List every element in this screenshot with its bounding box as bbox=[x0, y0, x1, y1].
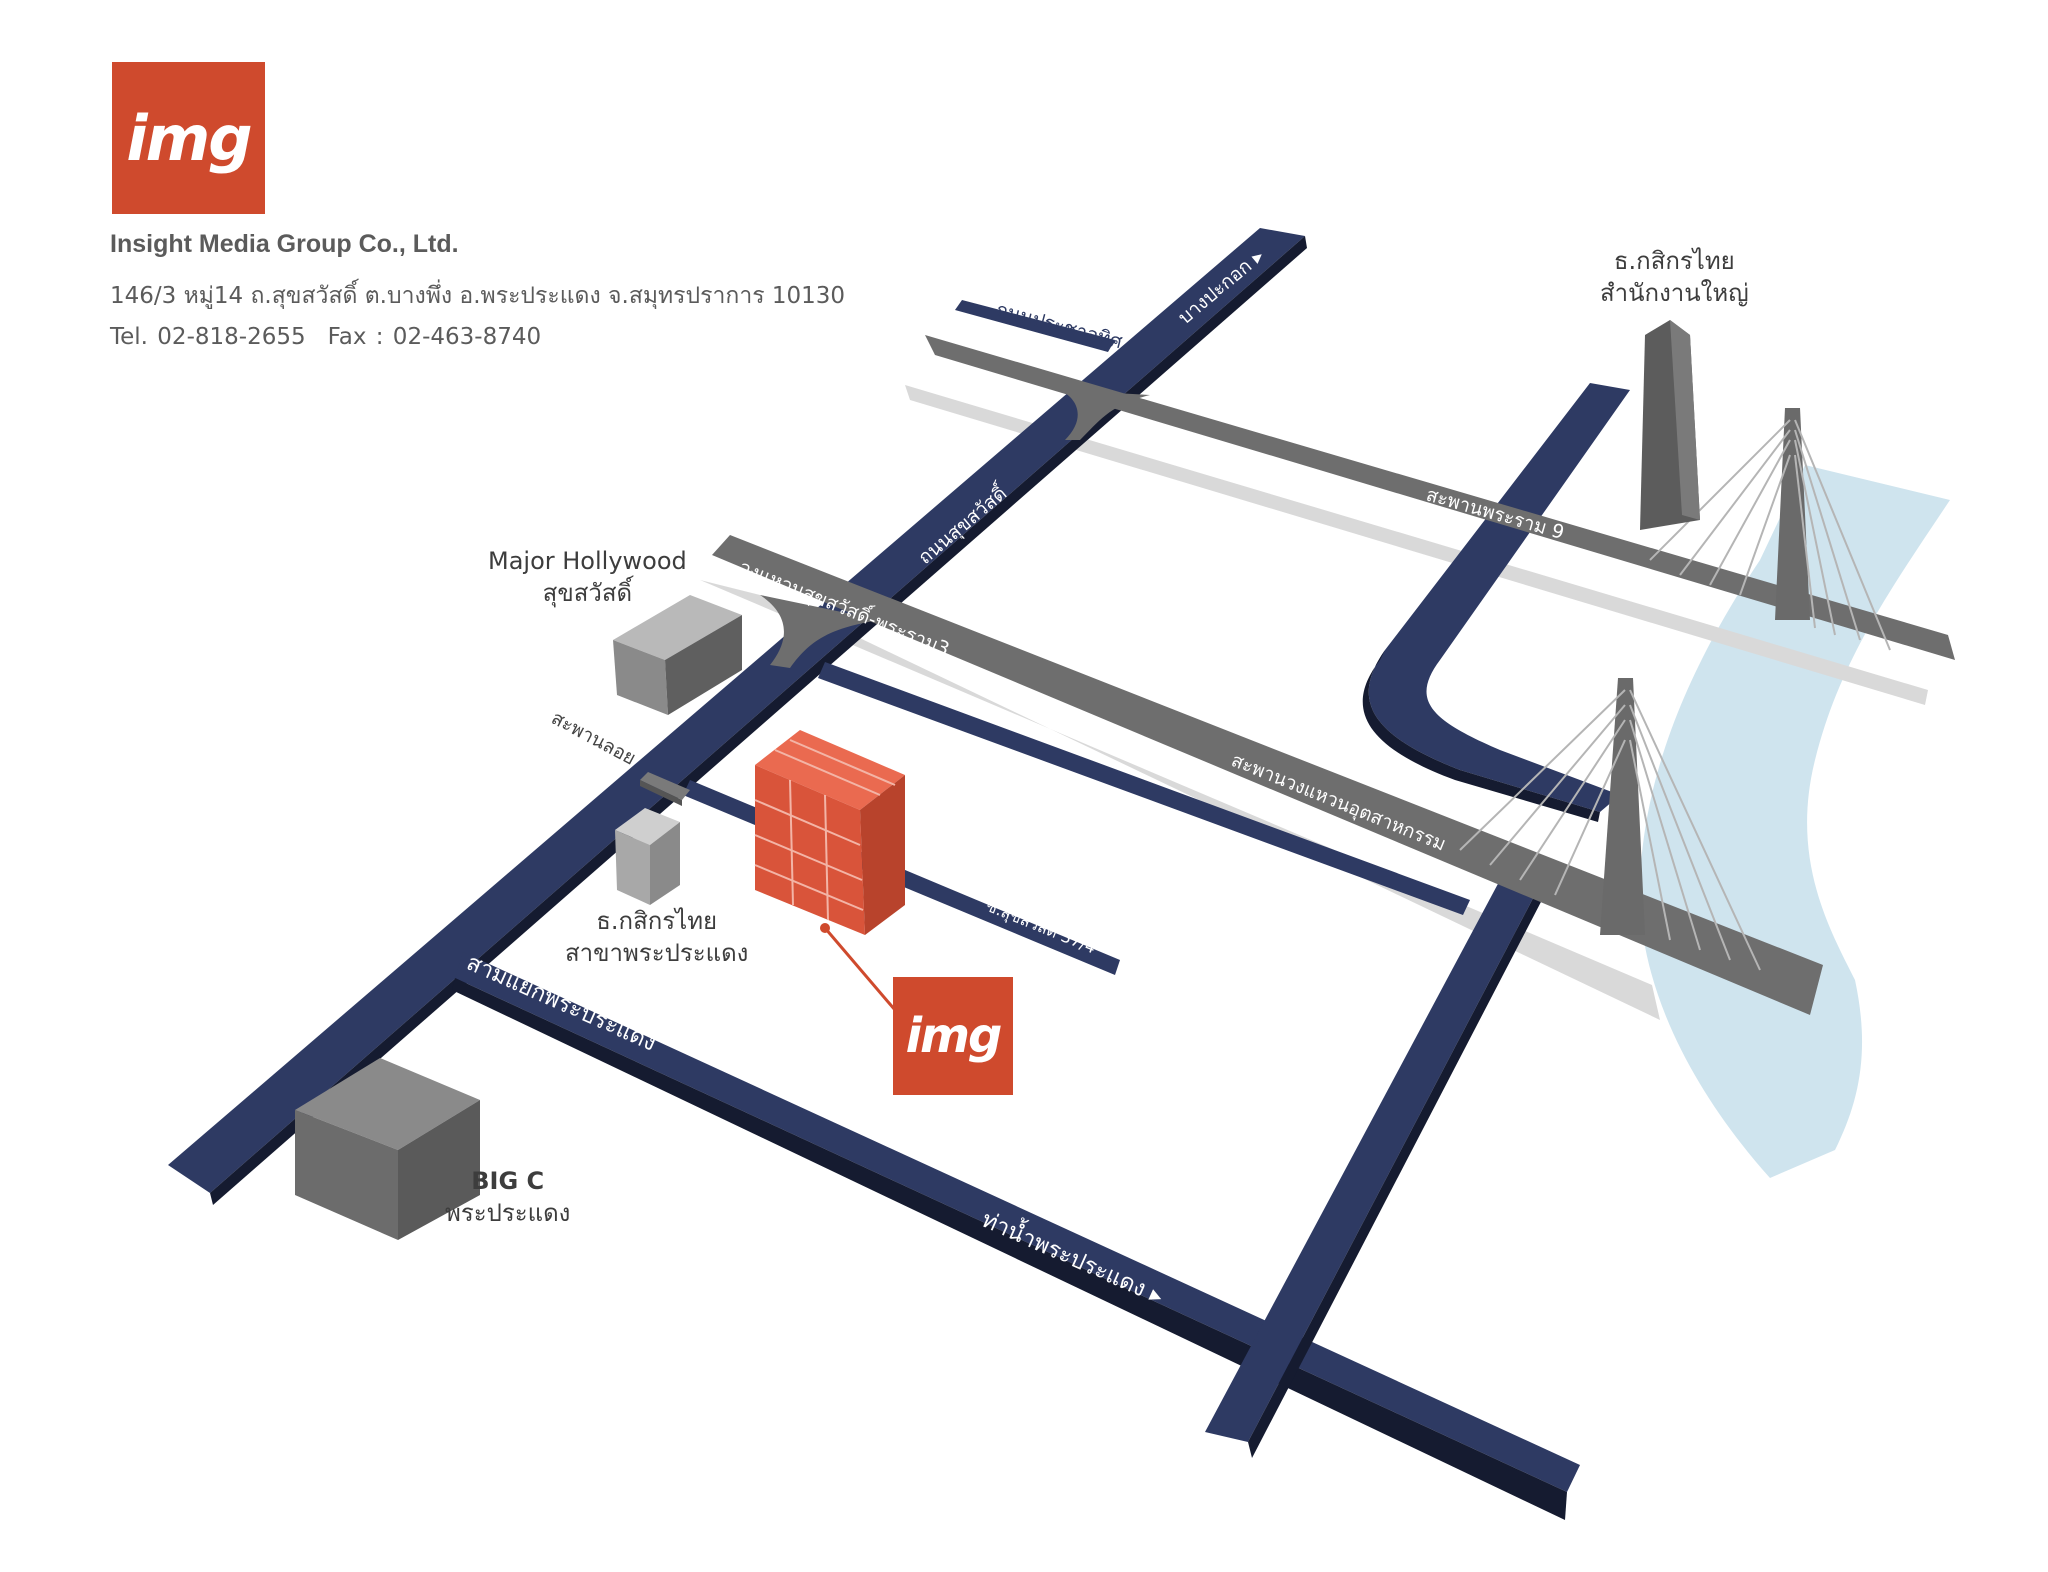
company-fax: Fax : 02-463-8740 bbox=[327, 324, 542, 350]
location-marker[interactable]: img bbox=[893, 977, 1013, 1095]
road-along-ring bbox=[818, 662, 1470, 915]
label-pracha-uthit: ถนนประชาอุทิศ bbox=[993, 299, 1124, 355]
tower bbox=[1600, 678, 1645, 935]
suksawat-road bbox=[168, 228, 1305, 1193]
bigc-building bbox=[295, 1058, 480, 1240]
industrial-ring-bridge-tower bbox=[1459, 678, 1761, 971]
place-kbank-branch: ธ.กสิกรไทย สาขาพระประแดง bbox=[565, 905, 748, 969]
expressways bbox=[712, 335, 1955, 1015]
kbank-hq-building bbox=[1640, 320, 1700, 530]
place-kbank-hq: ธ.กสิกรไทย สำนักงานใหญ่ bbox=[1600, 245, 1749, 309]
company-logo: img bbox=[112, 62, 265, 214]
tower bbox=[1775, 408, 1810, 620]
place-kbank-hq-line2: สำนักงานใหญ่ bbox=[1600, 279, 1749, 307]
place-bigc-line2: พระประแดง bbox=[445, 1199, 571, 1227]
place-major-line2: สุขสวัสดิ์ bbox=[542, 579, 633, 607]
place-kbank-branch-line1: ธ.กสิกรไทย bbox=[596, 907, 718, 935]
kbank-branch-building bbox=[615, 808, 680, 905]
rama9-bridge-deck bbox=[925, 335, 1955, 660]
place-major-hollywood: Major Hollywood สุขสวัสดิ์ bbox=[488, 545, 687, 609]
local-roads bbox=[168, 228, 1630, 1520]
rama9-bridge-tower bbox=[1649, 408, 1891, 651]
pracha-uthit-road bbox=[955, 300, 1115, 352]
company-address: 146/3 หมู่14 ถ.สุขสวัสดิ์ ต.บางพึ่ง อ.พร… bbox=[110, 283, 846, 309]
marker-pointer bbox=[823, 927, 897, 1011]
curved-approach-road-edge bbox=[1362, 650, 1600, 822]
industrial-link-road-edge bbox=[1248, 885, 1543, 1458]
marker-dot bbox=[820, 923, 830, 933]
chao-phraya-river bbox=[1639, 465, 1950, 1178]
marker-text: img bbox=[905, 1008, 1003, 1064]
rama9-bridge-shadow bbox=[905, 385, 1928, 705]
ring-interchange-ramp bbox=[760, 595, 880, 668]
company-tel: Tel. 02-818-2655 bbox=[110, 324, 306, 350]
suksawat-interchange-ramp bbox=[1060, 390, 1150, 440]
label-phra-pradaeng-pier: ท่าน้ำพระประแดง ▸ bbox=[978, 1203, 1169, 1310]
industrial-link-road bbox=[1205, 880, 1540, 1442]
major-hollywood-building bbox=[613, 595, 742, 715]
cables bbox=[1459, 689, 1761, 971]
ring-road-deck bbox=[712, 535, 1823, 1015]
label-overpass: สะพานลอย bbox=[548, 707, 640, 770]
place-kbank-branch-line2: สาขาพระประแดง bbox=[565, 939, 749, 967]
cables bbox=[1649, 419, 1891, 651]
building-window-grid bbox=[754, 739, 896, 921]
place-kbank-hq-line1: ธ.กสิกรไทย bbox=[1613, 247, 1735, 275]
pedestrian-overpass bbox=[640, 772, 690, 806]
place-major-line1: Major Hollywood bbox=[488, 547, 687, 575]
curved-approach-road bbox=[1368, 383, 1630, 812]
img-office-building[interactable] bbox=[754, 730, 905, 935]
logo-text: img bbox=[126, 101, 252, 175]
company-contact: Tel. 02-818-2655 Fax : 02-463-8740 bbox=[110, 324, 541, 350]
place-bigc: BIG C พระประแดง bbox=[445, 1165, 570, 1229]
place-bigc-line1: BIG C bbox=[471, 1167, 545, 1195]
company-name: Insight Media Group Co., Ltd. bbox=[110, 230, 459, 258]
